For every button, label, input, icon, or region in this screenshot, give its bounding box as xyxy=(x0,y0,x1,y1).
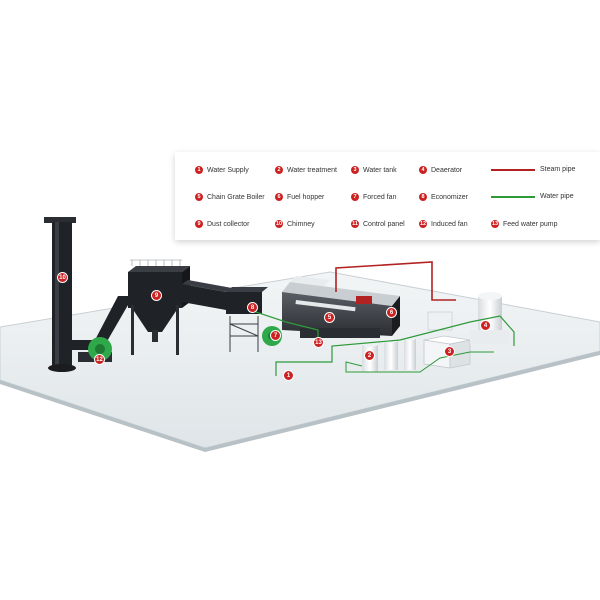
legend-label: Water treatment xyxy=(287,166,337,174)
legend-number: 10 xyxy=(275,220,283,228)
legend-item-economizer: 8 Economizer xyxy=(419,193,468,201)
legend-number: 11 xyxy=(351,220,359,228)
legend-item-water-treatment: 2 Water treatment xyxy=(275,166,337,174)
legend-item-water-tank: 3 Water tank xyxy=(351,166,397,174)
legend-label: Water pipe xyxy=(540,193,574,200)
legend-item-control-panel: 11 Control panel xyxy=(351,220,405,228)
legend-item-chain-grate-boiler: 5 Chain Grate Boiler xyxy=(195,193,265,201)
legend-item-deaerator: 4 Deaerator xyxy=(419,166,462,174)
tag-deaerator: 4 xyxy=(480,320,491,331)
legend-item-chimney: 10 Chimney xyxy=(275,220,315,228)
legend-item-fuel-hopper: 6 Fuel hopper xyxy=(275,193,324,201)
legend-label: Steam pipe xyxy=(540,166,576,173)
legend-item-forced-fan: 7 Forced fan xyxy=(351,193,396,201)
flue-duct xyxy=(72,296,128,350)
legend-item-dust-collector: 9 Dust collector xyxy=(195,220,249,228)
water-pipe-main xyxy=(275,315,515,376)
legend-item-induced-fan: 12 Induced fan xyxy=(419,220,468,228)
legend-number: 8 xyxy=(419,193,427,201)
chain-grate-boiler xyxy=(282,276,400,338)
steam-pipe xyxy=(335,261,456,301)
legend-steam-pipe: Steam pipe xyxy=(491,166,575,173)
legend-number: 6 xyxy=(275,193,283,201)
tag-fuel-hopper: 6 xyxy=(386,307,397,318)
tag-economizer: 8 xyxy=(247,302,258,313)
steam-pipe-swatch xyxy=(491,168,535,171)
legend-label: Chimney xyxy=(287,220,315,228)
tag-water-treatment: 2 xyxy=(364,350,375,361)
legend-label: Water Supply xyxy=(207,166,249,174)
legend-label: Control panel xyxy=(363,220,405,228)
legend-label: Dust collector xyxy=(207,220,250,228)
legend-label: Feed water pump xyxy=(503,220,558,228)
economizer-duct xyxy=(182,284,226,310)
water-pipe-swatch xyxy=(491,195,535,198)
chimney xyxy=(44,217,76,372)
legend-panel: 1 Water Supply 2 Water treatment 3 Water… xyxy=(175,152,600,240)
legend-label: Water tank xyxy=(363,166,397,174)
tag-induced-fan: 12 xyxy=(94,354,105,365)
tag-chimney: 10 xyxy=(57,272,68,283)
legend-number: 13 xyxy=(491,220,499,228)
legend-label: Chain Grate Boiler xyxy=(207,193,265,201)
tag-feed-water-pump: 13 xyxy=(313,337,324,348)
legend-number: 12 xyxy=(419,220,427,228)
legend-number: 4 xyxy=(419,166,427,174)
legend-item-water-supply: 1 Water Supply xyxy=(195,166,249,174)
tag-chain-grate-boiler: 5 xyxy=(324,312,335,323)
legend-number: 9 xyxy=(195,220,203,228)
legend-number: 2 xyxy=(275,166,283,174)
water-pipe-treatment xyxy=(345,351,494,373)
legend-label: Fuel hopper xyxy=(287,193,325,201)
legend-number: 5 xyxy=(195,193,203,201)
legend-item-feed-water-pump: 13 Feed water pump xyxy=(491,220,557,228)
tag-water-tank: 3 xyxy=(444,346,455,357)
tag-forced-fan: 7 xyxy=(270,330,281,341)
legend-number: 7 xyxy=(351,193,359,201)
legend-label: Forced fan xyxy=(363,193,397,201)
legend-water-pipe: Water pipe xyxy=(491,193,574,200)
tag-dust-collector: 9 xyxy=(151,290,162,301)
legend-label: Economizer xyxy=(431,193,468,201)
tag-water-supply: 1 xyxy=(283,370,294,381)
legend-number: 1 xyxy=(195,166,203,174)
legend-label: Induced fan xyxy=(431,220,468,228)
legend-label: Deaerator xyxy=(431,166,463,174)
legend-number: 3 xyxy=(351,166,359,174)
